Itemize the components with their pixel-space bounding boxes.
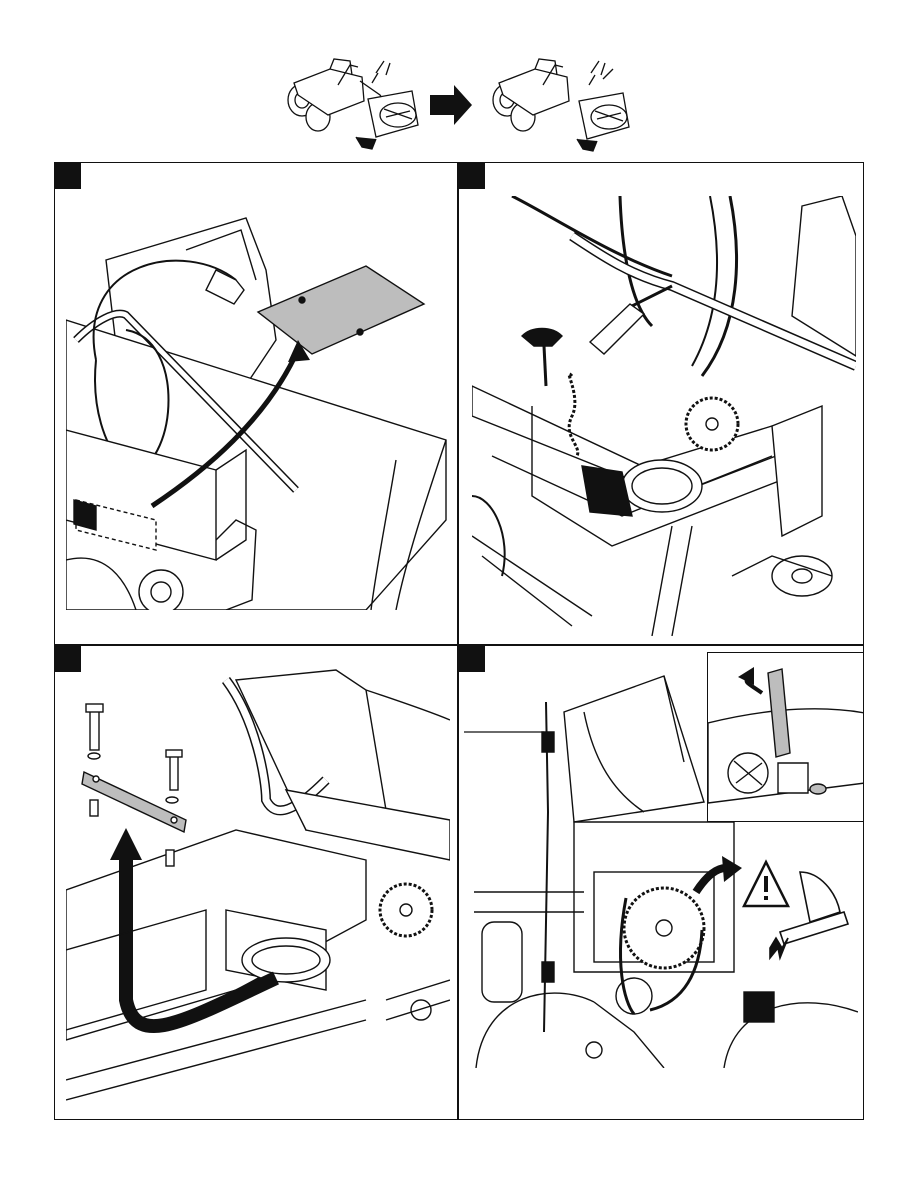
header-illustration <box>280 55 640 165</box>
step-1-illustration <box>66 200 450 610</box>
step-2-badge <box>459 163 485 189</box>
right-arrow-icon <box>430 85 472 125</box>
pinch-hazard-warning-icon <box>740 852 850 962</box>
lever-inset <box>707 652 864 822</box>
step-4-badge <box>459 646 485 672</box>
step-3-illustration <box>66 660 450 1110</box>
tractor-detached-snowthrower-icon <box>493 59 629 151</box>
step-2-illustration <box>472 196 856 636</box>
vertical-divider <box>457 162 459 1120</box>
step-1-badge <box>55 163 81 189</box>
tractor-with-snowthrower-icon <box>288 59 418 149</box>
